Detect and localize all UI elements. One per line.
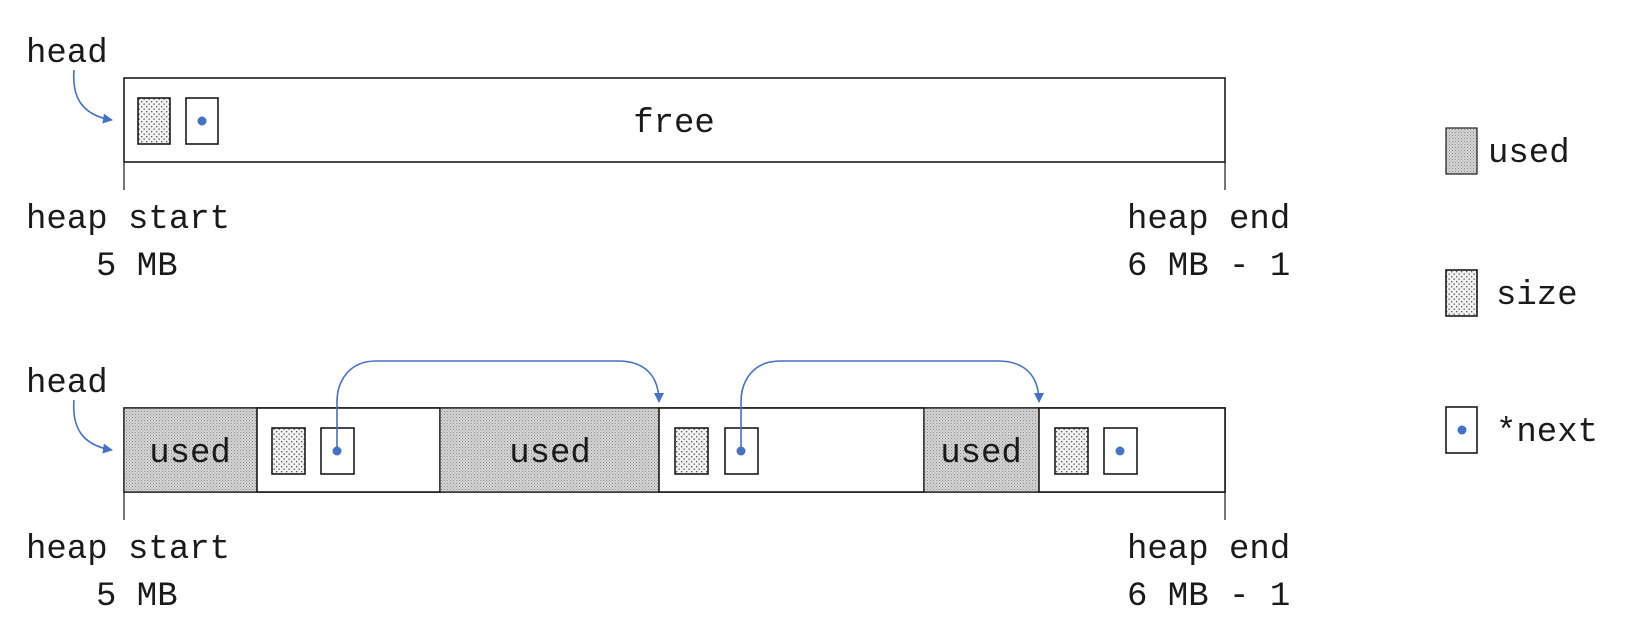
legend: used size *next: [1445, 127, 1598, 454]
top-head-label: head: [26, 35, 108, 73]
legend-next-dot-icon: [1457, 425, 1467, 435]
bottom-size-field-1: [271, 427, 306, 475]
top-free-label: free: [633, 105, 715, 143]
bottom-used-block-1: [123, 407, 258, 493]
bottom-used-label-2: used: [509, 435, 591, 473]
legend-next-label: *next: [1496, 414, 1598, 452]
top-heap-end-value: 6 MB - 1: [1127, 248, 1290, 286]
top-heap-start-value: 5 MB: [96, 248, 178, 286]
top-heap-diagram: head free heap start 5 MB heap end 6 MB …: [26, 35, 1290, 286]
bottom-heap-start-value: 5 MB: [96, 578, 178, 616]
top-heap-end-label: heap end: [1127, 201, 1290, 239]
legend-used-label: used: [1488, 135, 1570, 173]
bottom-head-label: head: [26, 365, 108, 403]
bottom-used-block-3: [923, 407, 1040, 493]
bottom-heap-start-label: heap start: [26, 531, 230, 569]
bottom-head-arrow-icon: [72, 399, 113, 454]
top-next-pointer-dot-icon: [197, 116, 207, 126]
next-pointer-arrow-2-icon: [740, 360, 1044, 451]
top-head-arrow-icon: [72, 69, 113, 124]
bottom-next-pointer-dot-icon-3: [1115, 446, 1125, 456]
bottom-size-field-3: [1054, 427, 1089, 475]
legend-size-label: size: [1496, 277, 1578, 315]
next-pointer-arrow-1-icon: [336, 360, 664, 451]
top-heap-start-label: heap start: [26, 201, 230, 239]
legend-used-swatch: [1445, 127, 1478, 175]
legend-size-swatch: [1445, 269, 1478, 317]
bottom-heap-end-value: 6 MB - 1: [1127, 578, 1290, 616]
bottom-heap-diagram: head used used used heap star: [26, 360, 1290, 616]
bottom-used-label-3: used: [940, 435, 1022, 473]
top-free-block: [123, 77, 1226, 163]
bottom-size-field-2: [674, 427, 709, 475]
bottom-heap-end-label: heap end: [1127, 531, 1290, 569]
bottom-used-block-2: [439, 407, 660, 493]
top-size-field: [137, 97, 171, 145]
bottom-used-label-1: used: [149, 435, 231, 473]
